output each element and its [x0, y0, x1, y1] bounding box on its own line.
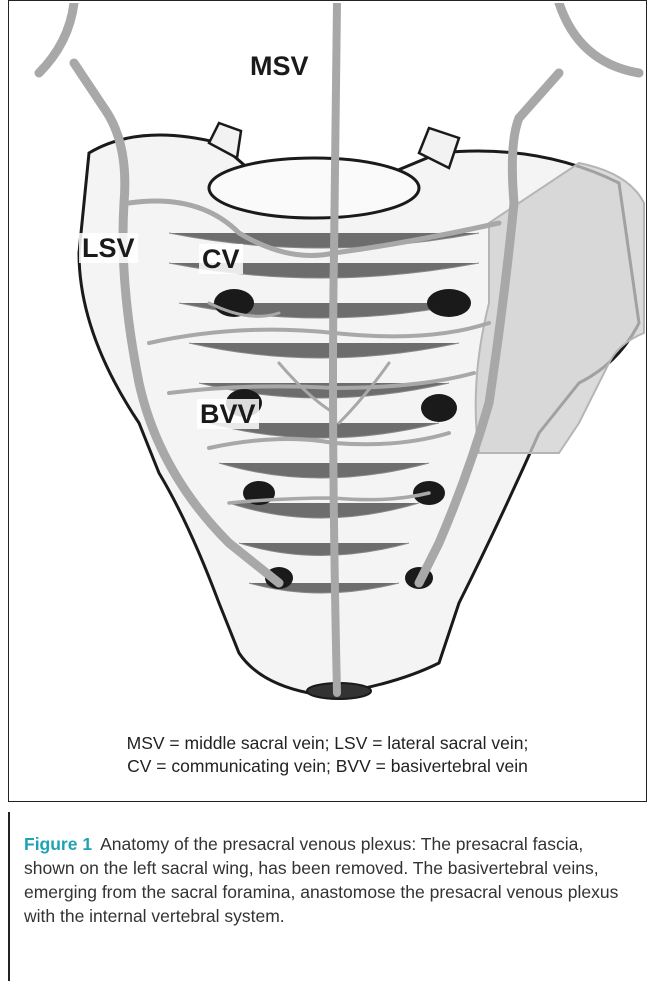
vertebral-body: [209, 158, 419, 218]
caption-label: Figure 1: [24, 834, 92, 854]
figure-frame: MSV LSV CV BVV MSV = middle sacral vein;…: [8, 0, 647, 802]
label-lsv: LSV: [79, 233, 138, 263]
legend-line-2: CV = communicating vein; BVV = basiverte…: [9, 755, 646, 778]
label-cv: CV: [199, 244, 243, 274]
figure-legend: MSV = middle sacral vein; LSV = lateral …: [9, 732, 646, 778]
legend-line-1: MSV = middle sacral vein; LSV = lateral …: [9, 732, 646, 755]
label-bvv: BVV: [197, 399, 259, 429]
caption-rule: [8, 812, 10, 981]
label-msv: MSV: [247, 51, 312, 81]
sacrum-illustration: [19, 3, 649, 703]
middle-sacral-vein: [333, 3, 337, 693]
caption-text: Anatomy of the presacral venous plexus: …: [24, 834, 618, 926]
